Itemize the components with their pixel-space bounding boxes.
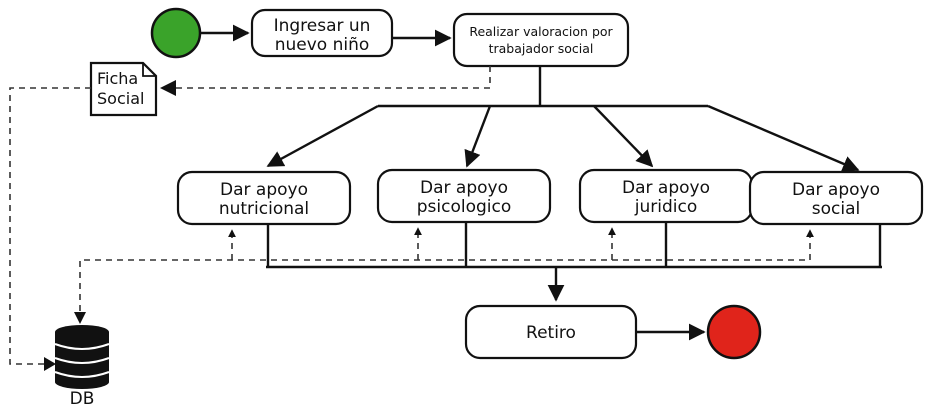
dashed-db-bus [79,259,810,322]
node-nutricional-line2: nutricional [219,199,309,219]
node-juridico-line1: Dar apoyo [622,178,710,198]
node-social-line1: Dar apoyo [792,180,880,200]
ficha-social-line2: Social [97,89,144,108]
node-juridico-line2: juridico [634,197,697,217]
flow-to-social [707,104,860,172]
database-label: DB [70,389,95,408]
node-apoyo-nutricional [176,170,352,226]
node-social-line2: social [812,199,860,219]
arrow-into-db-top [74,312,86,324]
node-psicologico-line2: psicologico [417,197,512,217]
node-apoyo-psicologico [376,168,552,224]
dashed-ficha-to-db [9,87,91,365]
node-retiro-label: Retiro [526,323,576,343]
arrow-into-ficha [160,80,176,96]
node-ingresar-line1: Ingresar un [274,16,371,36]
ficha-social-line1: Ficha [97,69,138,88]
ficha-social-document [89,61,158,117]
node-ingresar [250,8,394,58]
node-psicologico-line1: Dar apoyo [420,178,508,198]
ficha-fold [142,63,156,77]
node-apoyo-social [748,170,924,226]
database-icon [54,325,110,389]
arrow-into-db [44,357,56,371]
start-node [150,7,202,59]
node-ingresar-line2: nuevo niño [275,35,370,55]
node-nutricional-line1: Dar apoyo [220,180,308,200]
flow-to-psicologico [464,105,492,168]
flow-to-nutricional [266,104,379,168]
node-valoracion-line2: trabajador social [489,41,594,56]
end-node [706,304,762,360]
node-valoracion [452,12,630,68]
dashed-valoracion-to-ficha [168,66,491,89]
node-valoracion-line1: Realizar valoracion por [469,24,613,39]
flow-to-juridico [593,105,654,168]
